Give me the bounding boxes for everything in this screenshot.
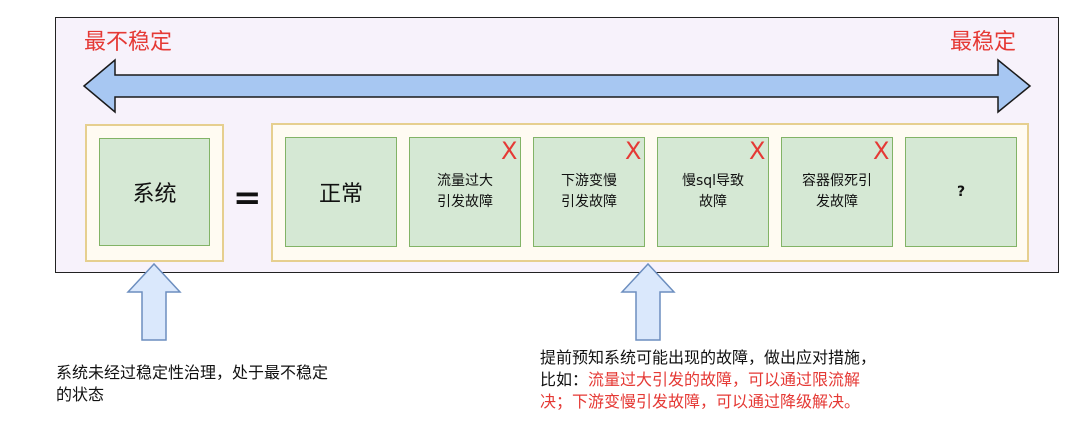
state-box-normal: 正常 xyxy=(285,137,397,247)
system-box-label: 系统 xyxy=(132,182,177,207)
state-box-traffic-fault: 流量过大 引发故障 xyxy=(409,137,521,247)
right-note-highlight-1: 流量过大引发的故障，可以通过限流解 xyxy=(588,370,861,389)
x-mark: X xyxy=(873,137,890,165)
state-box-label: 容器假死引 发故障 xyxy=(802,173,872,210)
state-box-unknown: ? xyxy=(905,137,1017,247)
state-box-label: 正常 xyxy=(318,182,363,207)
x-mark: X xyxy=(625,137,642,165)
state-box-label: 流量过大 引发故障 xyxy=(437,173,493,210)
up-arrow-left xyxy=(126,262,182,341)
right-note: 提前预知系统可能出现的故障，做出应对措施， 比如：流量过大引发的故障，可以通过限… xyxy=(540,347,1010,413)
system-box: 系统 xyxy=(99,138,210,246)
state-box-downstream-fault: 下游变慢 引发故障 xyxy=(533,137,645,247)
right-note-prefix: 比如： xyxy=(540,370,589,389)
x-mark: X xyxy=(501,137,518,165)
state-box-label: 下游变慢 引发故障 xyxy=(561,173,617,210)
right-note-line-2: 比如：流量过大引发的故障，可以通过限流解 xyxy=(540,369,1010,391)
state-box-label: ? xyxy=(956,183,966,200)
least-stable-label: 最不稳定 xyxy=(84,30,173,55)
up-arrow-right xyxy=(620,262,676,341)
equals-sign: = xyxy=(233,178,262,218)
state-box-slow-sql-fault: 慢sql导致 故障 xyxy=(657,137,769,247)
left-note: 系统未经过稳定性治理，处于最不稳定 的状态 xyxy=(56,363,329,404)
right-note-line-1: 提前预知系统可能出现的故障，做出应对措施， xyxy=(540,348,877,367)
state-box-container-fault: 容器假死引 发故障 xyxy=(781,137,893,247)
x-mark: X xyxy=(749,137,766,165)
stability-double-arrow xyxy=(82,58,1032,114)
states-group xyxy=(271,123,1029,262)
most-stable-label: 最稳定 xyxy=(950,30,1017,55)
right-note-line-3: 决；下游变慢引发故障，可以通过降级解决。 xyxy=(540,392,861,411)
state-box-label: 慢sql导致 故障 xyxy=(681,173,745,210)
